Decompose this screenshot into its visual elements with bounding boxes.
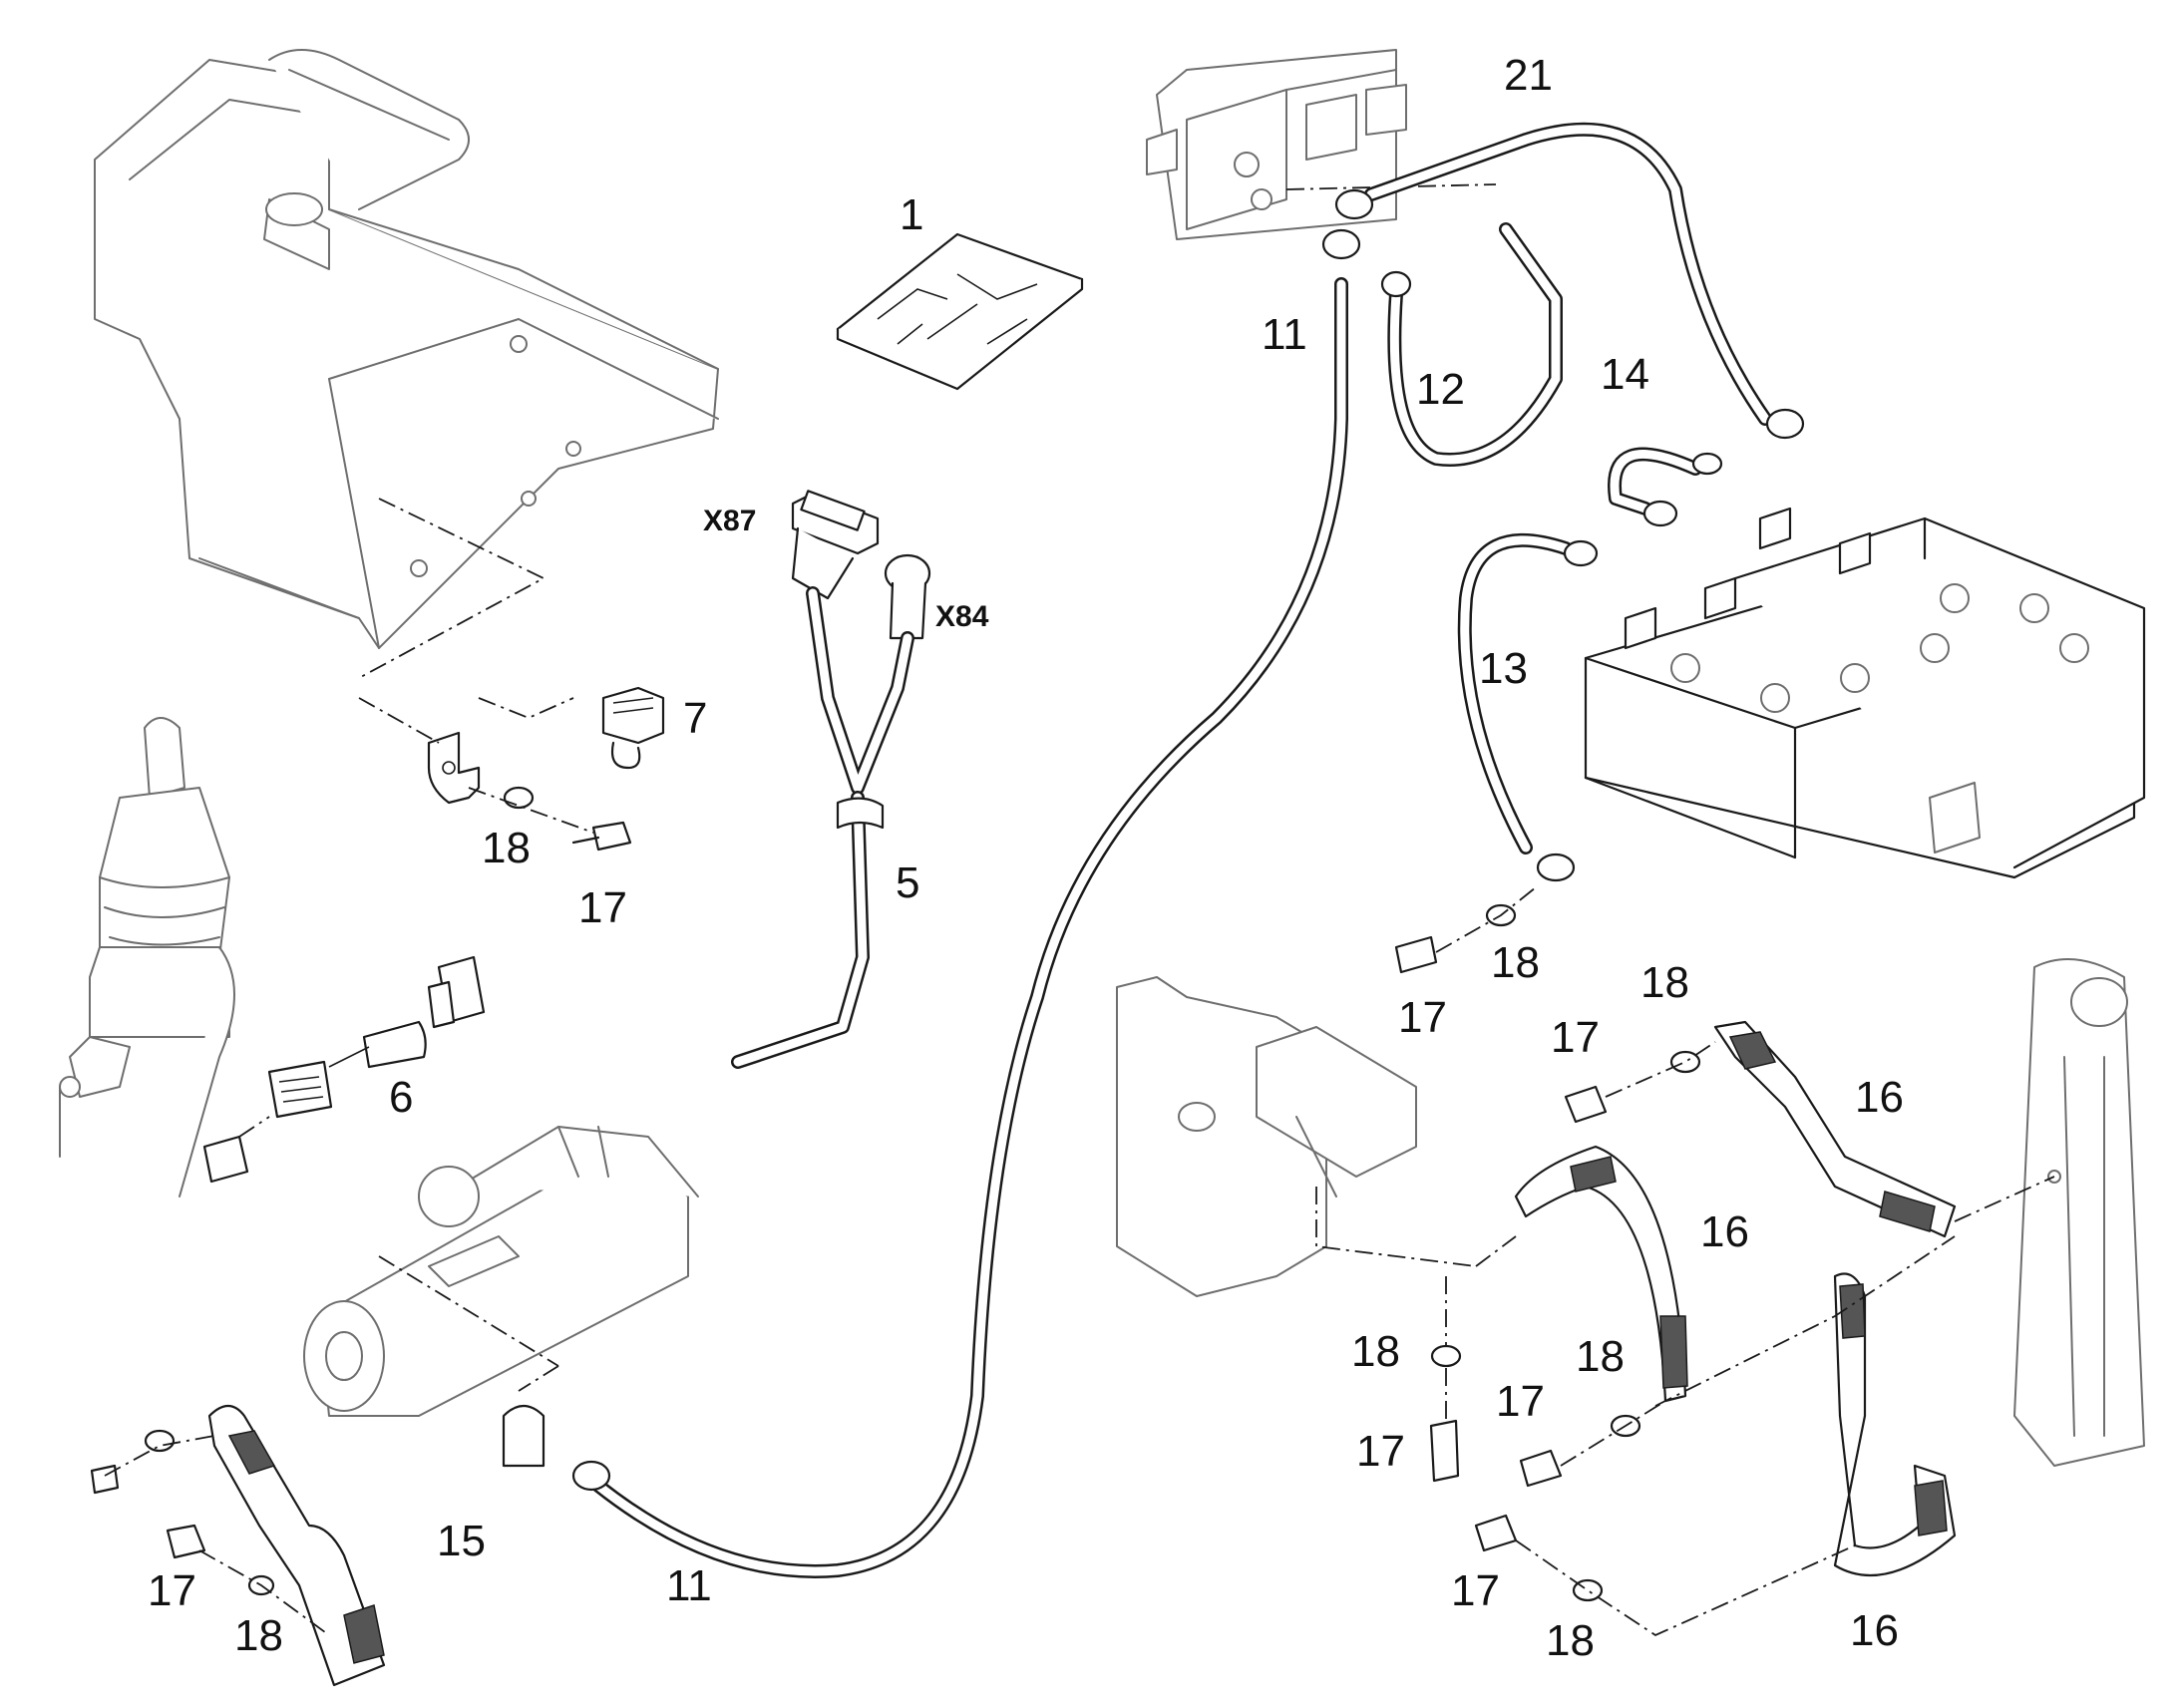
battery-switch — [1146, 49, 1497, 240]
callout-18-starter: 18 — [234, 1611, 283, 1660]
callout-16-bottom: 16 — [1850, 1606, 1899, 1655]
part-11-cable — [571, 228, 1361, 1578]
part-13-cable — [1394, 532, 1599, 974]
connector-label-x87: X87 — [703, 505, 756, 537]
starter-motor — [303, 1126, 699, 1468]
connector-label-x84: X84 — [935, 600, 989, 633]
joystick — [59, 717, 235, 1197]
callout-17-starter: 17 — [148, 1566, 196, 1615]
connector-labels: X87 X84 — [703, 505, 989, 633]
callout-17-mid-left: 17 — [1356, 1427, 1405, 1476]
callout-21: 21 — [1504, 51, 1553, 100]
part-7-relay — [601, 686, 665, 770]
callout-7: 7 — [683, 694, 707, 743]
callout-16-mid: 16 — [1700, 1207, 1749, 1256]
callout-18-bracket: 18 — [482, 824, 531, 872]
fasteners-right — [1429, 1041, 1956, 1637]
callout-1: 1 — [900, 190, 923, 239]
callout-11-top: 11 — [1262, 310, 1307, 359]
frame-bracket — [1116, 976, 1517, 1297]
callout-18-mid: 18 — [1576, 1332, 1625, 1381]
callout-18-low: 18 — [1546, 1616, 1595, 1665]
callout-17-bracket: 17 — [578, 883, 627, 932]
callout-17-battery: 17 — [1398, 993, 1447, 1042]
bracket-left — [358, 697, 632, 852]
part-16-straps — [1514, 1020, 1957, 1577]
part-6-cable — [202, 955, 486, 1184]
batteries — [1584, 507, 2146, 879]
callouts: 1 21 11 12 14 13 7 5 18 17 6 17 18 18 17… — [148, 51, 1904, 1665]
callout-18-mid-left: 18 — [1351, 1327, 1400, 1376]
part-5-harness — [731, 490, 931, 1069]
callout-16-right: 16 — [1855, 1073, 1904, 1122]
part-21-cable — [1334, 122, 1805, 440]
part-15-strap — [90, 1404, 386, 1687]
callout-17-low: 17 — [1451, 1566, 1500, 1615]
callout-18-right: 18 — [1640, 958, 1689, 1007]
callout-5: 5 — [896, 858, 919, 907]
callout-11-bottom: 11 — [666, 1561, 712, 1610]
cab-panel — [94, 49, 719, 679]
callout-17-mid: 17 — [1496, 1377, 1545, 1426]
callout-6: 6 — [389, 1073, 413, 1122]
part-12-cable — [1380, 222, 1563, 467]
callout-15: 15 — [437, 1517, 486, 1565]
callout-17-right: 17 — [1551, 1013, 1600, 1062]
frame-post — [1954, 958, 2145, 1467]
callout-12: 12 — [1416, 365, 1465, 414]
callout-14: 14 — [1601, 350, 1649, 399]
part-14-cable — [1608, 447, 1723, 527]
callout-13: 13 — [1479, 644, 1528, 693]
part-1-manual — [836, 232, 1084, 391]
callout-18-battery: 18 — [1491, 938, 1540, 987]
